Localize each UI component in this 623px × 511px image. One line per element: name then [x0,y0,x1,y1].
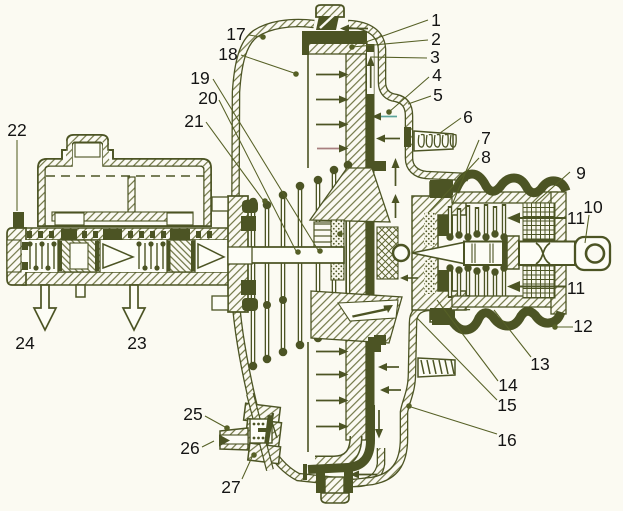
svg-text:7: 7 [481,128,491,148]
svg-text:10: 10 [583,197,603,217]
svg-text:13: 13 [530,354,549,374]
svg-text:9: 9 [576,163,586,183]
svg-text:15: 15 [497,395,516,415]
svg-text:6: 6 [463,107,473,127]
svg-text:3: 3 [430,47,440,67]
svg-text:5: 5 [433,85,443,105]
svg-text:21: 21 [184,111,203,131]
svg-text:4: 4 [432,65,442,85]
svg-text:1: 1 [431,10,441,30]
svg-text:11: 11 [567,278,585,298]
svg-text:8: 8 [481,147,491,167]
svg-text:25: 25 [183,404,202,424]
svg-text:12: 12 [573,316,592,336]
svg-text:2: 2 [431,29,441,49]
svg-text:22: 22 [7,120,26,140]
svg-text:17: 17 [226,24,245,44]
svg-text:26: 26 [180,438,199,458]
svg-text:20: 20 [198,88,218,108]
svg-text:11: 11 [567,208,585,228]
svg-text:19: 19 [190,68,209,88]
svg-text:16: 16 [497,430,516,450]
svg-text:18: 18 [218,44,237,64]
svg-text:23: 23 [127,333,146,353]
svg-text:14: 14 [498,375,518,395]
svg-text:24: 24 [15,333,35,353]
svg-text:27: 27 [221,477,240,497]
